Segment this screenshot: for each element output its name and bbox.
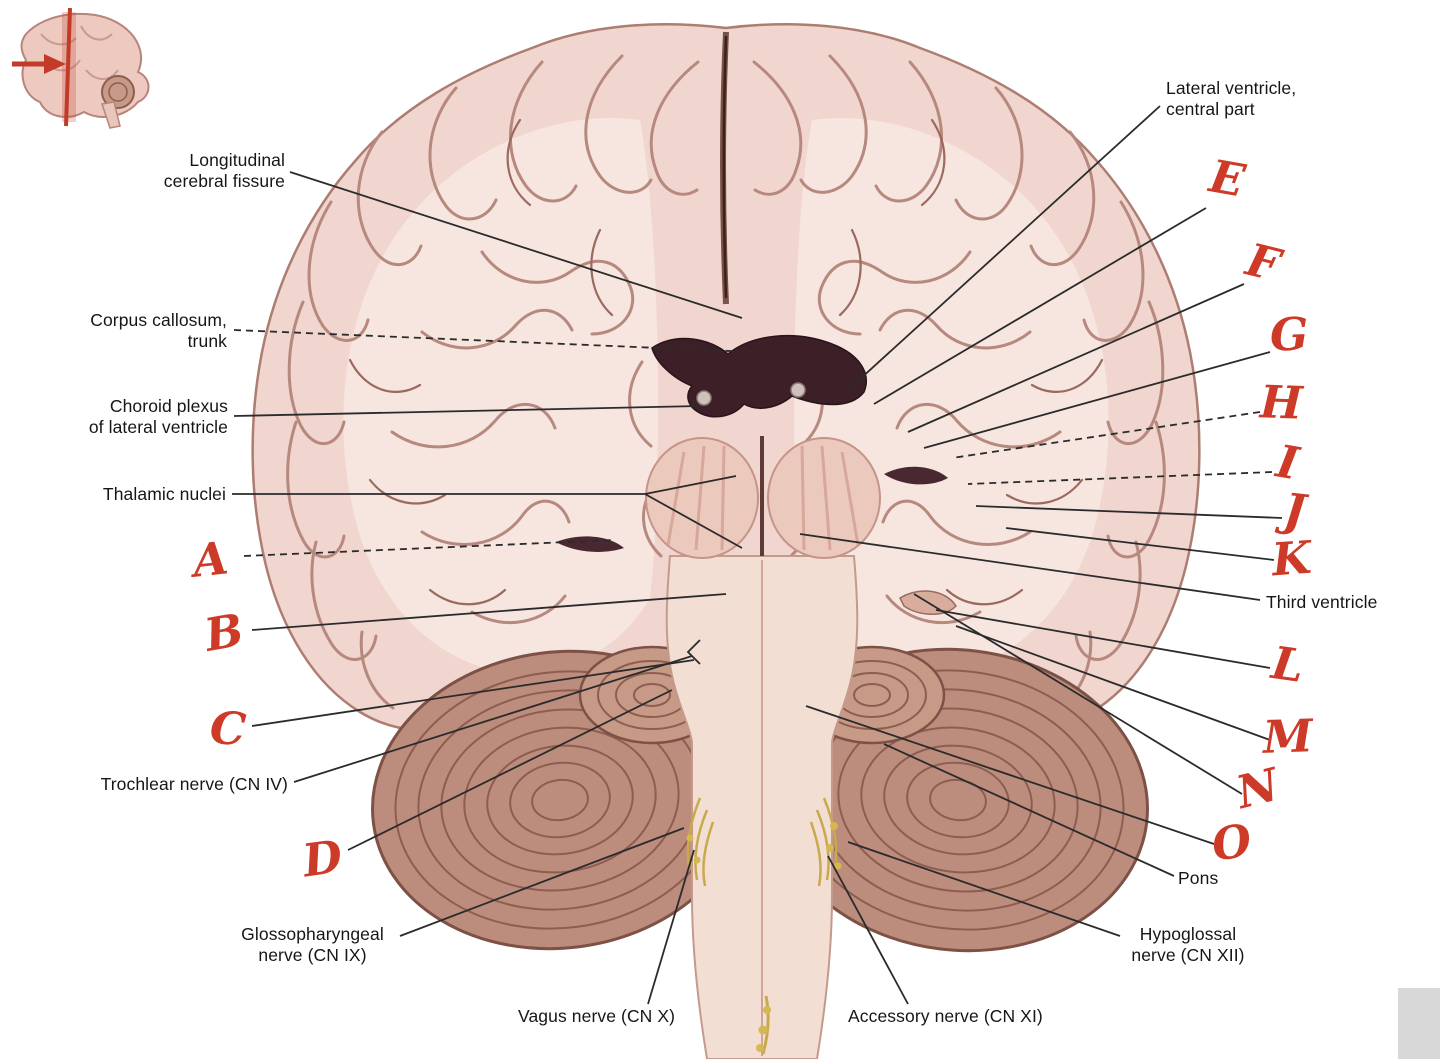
line-pons [883, 743, 1175, 877]
label-accessory: Accessory nerve (CN XI) [848, 1006, 1043, 1026]
line-hypoglossal [847, 841, 1121, 937]
line-letter-j [975, 505, 1283, 519]
letter-marker-l: L [1268, 636, 1308, 693]
label-pons: Pons [1178, 868, 1219, 888]
line-letter-c [251, 639, 701, 727]
label-longitudinal-fissure: Longitudinal cerebral fissure [163, 150, 285, 192]
line-letter-k [1005, 527, 1275, 561]
label-lateral-ventricle: Lateral ventricle, central part [1166, 78, 1297, 120]
line-third-ventricle [799, 533, 1261, 601]
letter-marker-c: C [208, 700, 248, 757]
line-choroid-plexus [233, 405, 701, 417]
scan-corner-artifact [1398, 988, 1440, 1059]
line-letter-d [347, 689, 673, 851]
line-letter-i [967, 471, 1273, 485]
line-corpus-callosum [233, 329, 755, 353]
label-corpus-callosum: Corpus callosum, trunk [90, 310, 227, 352]
choroid-plexus-left [696, 390, 712, 406]
line-letter-l [935, 609, 1271, 669]
letter-marker-h: H [1259, 375, 1304, 430]
choroid-plexus-right [790, 382, 806, 398]
leader-lines [232, 105, 1283, 1005]
letter-marker-k: K [1270, 530, 1313, 587]
line-glossopharyngeal [399, 827, 685, 937]
label-choroid-plexus: Choroid plexus of lateral ventricle [88, 396, 228, 438]
cranial-nerve-rootlets [686, 797, 842, 1055]
label-trochlear-nerve: Trochlear nerve (CN IV) [100, 774, 288, 794]
line-lateral-ventricle [847, 105, 1161, 391]
line-letter-f [907, 283, 1245, 433]
section-plane-line [64, 7, 72, 127]
line-letter-e [873, 207, 1207, 405]
line-thalamic-nuclei [232, 475, 743, 549]
section-locator-thumbnail [12, 7, 150, 129]
line-letter-h [951, 411, 1261, 459]
thumbnail-cerebellum [101, 75, 135, 109]
letter-marker-m: M [1262, 709, 1314, 764]
letter-marker-a: A [190, 531, 231, 588]
letter-marker-b: B [200, 603, 248, 662]
label-third-ventricle: Third ventricle [1266, 592, 1378, 612]
label-thalamic-nuclei: Thalamic nuclei [102, 484, 226, 504]
line-letter-m [955, 625, 1271, 741]
line-vagus [647, 849, 695, 1005]
line-letter-a [243, 539, 615, 557]
line-letter-g [923, 351, 1271, 449]
temporal-horn-right [884, 466, 948, 485]
brainstem [665, 555, 859, 1059]
letter-marker-g: G [1269, 307, 1310, 362]
line-letter-o [805, 705, 1215, 845]
line-letter-n [913, 593, 1243, 795]
line-letter-b [251, 593, 727, 631]
label-hypoglossal: Hypoglossal nerve (CN XII) [1131, 924, 1245, 966]
letter-marker-d: D [299, 829, 346, 888]
letter-marker-o: O [1208, 813, 1255, 872]
thalamus [645, 436, 881, 559]
line-longitudinal-fissure [289, 171, 743, 319]
thumbnail-brainstem [101, 101, 121, 129]
line-accessory [827, 855, 909, 1005]
label-glossopharyngeal: Glossopharyngeal nerve (CN IX) [241, 924, 384, 966]
label-vagus: Vagus nerve (CN X) [518, 1006, 676, 1026]
line-trochlear [293, 655, 693, 783]
